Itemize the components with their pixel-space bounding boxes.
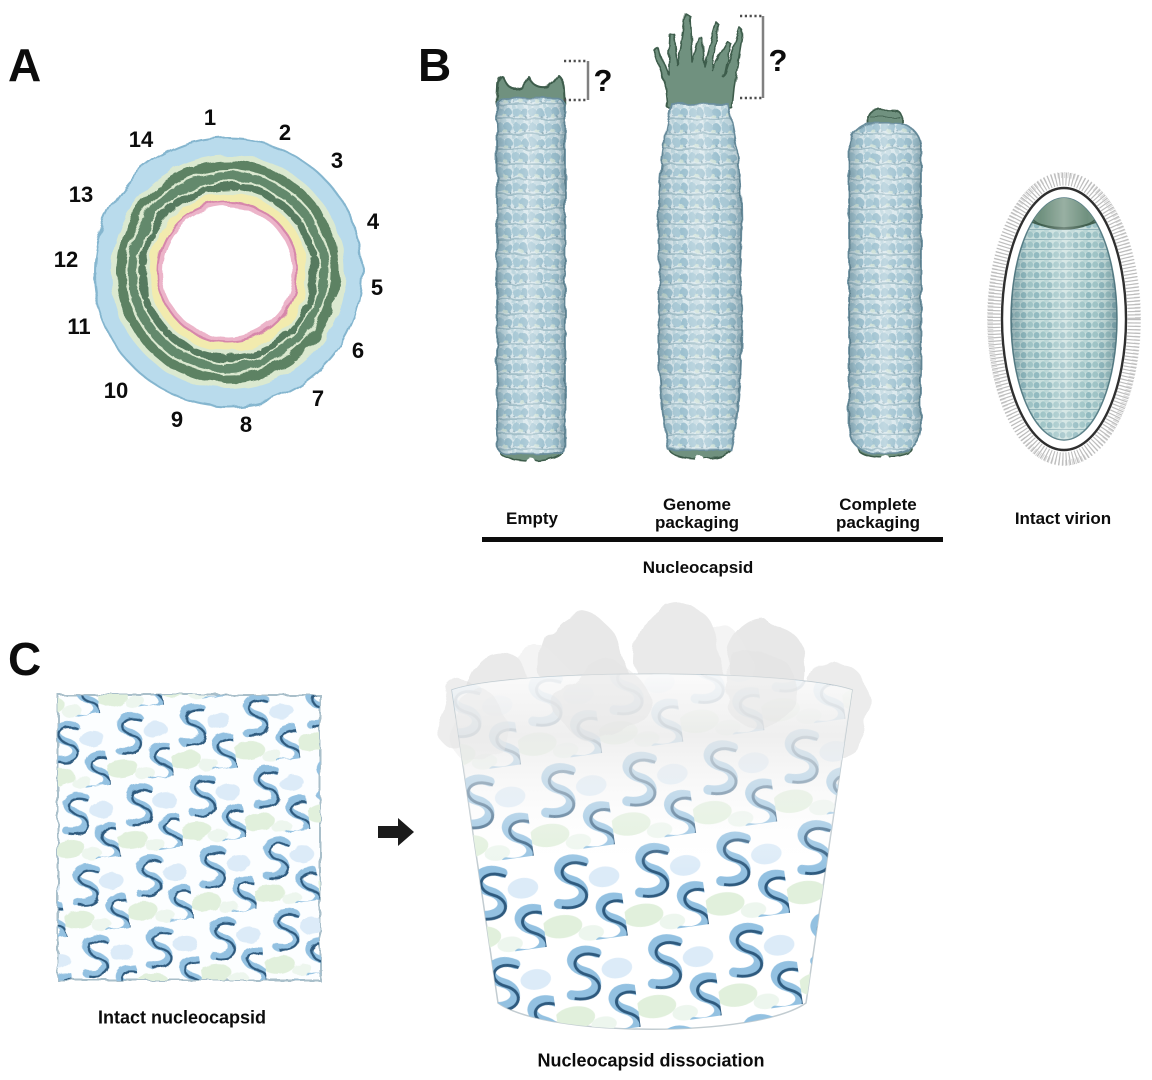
panel-label-b: B bbox=[418, 39, 452, 91]
ring-number: 12 bbox=[53, 247, 79, 272]
ring-number: 13 bbox=[68, 182, 94, 207]
ring-number: 10 bbox=[103, 378, 129, 403]
ring-number: 5 bbox=[370, 275, 384, 300]
ring-number: 2 bbox=[278, 120, 292, 145]
ring-number: 7 bbox=[311, 386, 325, 411]
ring-number: 11 bbox=[67, 314, 91, 339]
question-mark: ? bbox=[593, 63, 613, 98]
ring-number: 14 bbox=[128, 127, 154, 152]
complete-packaging-illustration bbox=[848, 109, 922, 464]
empty-nucleocapsid-illustration bbox=[496, 74, 566, 468]
genome-packaging-illustration bbox=[653, 13, 744, 466]
ring-cross-section-illustration bbox=[93, 137, 363, 407]
stage-label-empty: Empty bbox=[506, 508, 558, 528]
nucleocapsid-group-underline bbox=[482, 537, 943, 542]
nucleocapsid-dissociation-caption: Nucleocapsid dissociation bbox=[537, 1050, 765, 1071]
stage-label-intact-virion: Intact virion bbox=[1014, 508, 1112, 528]
intact-nucleocapsid-illustration bbox=[57, 694, 321, 981]
ring-number: 4 bbox=[366, 209, 380, 234]
question-mark: ? bbox=[768, 43, 788, 78]
right-arrow-icon bbox=[378, 818, 414, 846]
ring-number: 1 bbox=[203, 105, 217, 130]
ring-number: 8 bbox=[239, 412, 253, 437]
ring-number: 9 bbox=[170, 407, 184, 432]
measure-bracket bbox=[564, 59, 590, 102]
ring-number: 3 bbox=[330, 148, 344, 173]
nucleocapsid-group-label: Nucleocapsid bbox=[642, 557, 754, 577]
panel-label-a: A bbox=[8, 39, 42, 91]
stage-label-genome-packaging: Genome packaging bbox=[654, 494, 740, 532]
nucleocapsid-dissociation-illustration bbox=[440, 602, 866, 1030]
stage-label-complete-packaging: Complete packaging bbox=[835, 494, 921, 532]
ring-number: 6 bbox=[351, 338, 365, 363]
intact-virion-illustration bbox=[987, 172, 1141, 466]
panel-label-c: C bbox=[8, 633, 42, 685]
measure-bracket bbox=[740, 14, 765, 100]
intact-nucleocapsid-caption: Intact nucleocapsid bbox=[97, 1007, 267, 1028]
dissociation-wisps-front bbox=[454, 654, 800, 770]
